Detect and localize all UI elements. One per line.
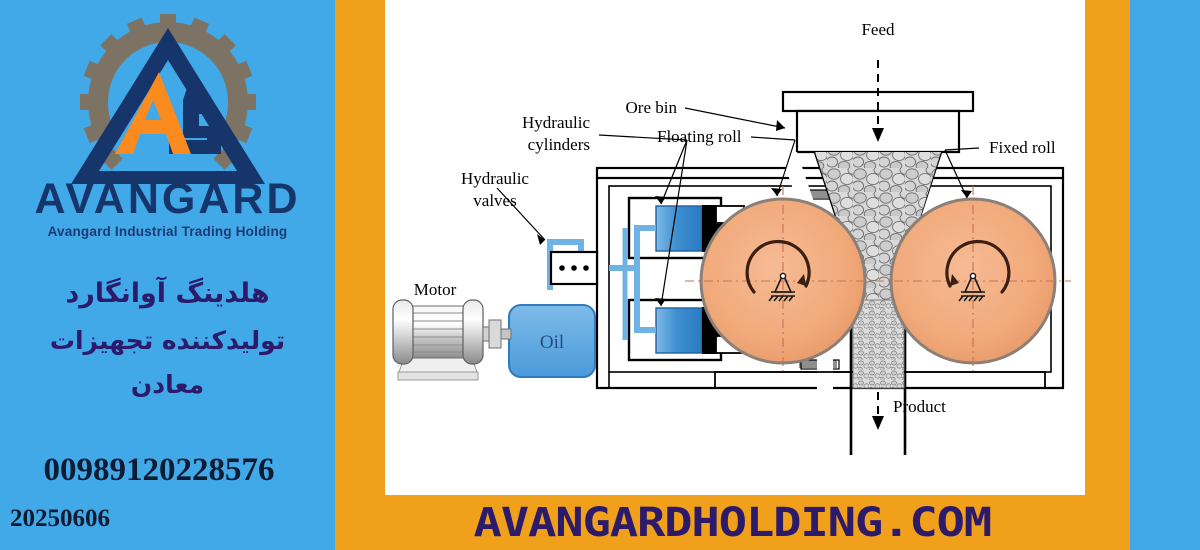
date-stamp: 20250606 (10, 505, 110, 532)
frame-far-right-blue (1130, 0, 1200, 550)
label-hydraulic-valves-2: valves (473, 191, 516, 210)
label-hydraulic-cylinders-1: Hydraulic (522, 113, 590, 132)
hpgr-schematic: Oil (392, 20, 1071, 455)
branding-panel: AVANGARD Avangard Industrial Trading Hol… (0, 0, 335, 550)
frame-right (1085, 0, 1130, 550)
brand-tagline: Avangard Industrial Trading Holding (47, 224, 288, 239)
website-url[interactable]: AVANGARDHOLDING.COM (473, 499, 993, 546)
label-hydraulic-valves-1: Hydraulic (461, 169, 529, 188)
persian-heading-1: هلدینگ آوانگارد (65, 278, 270, 309)
label-ore-bin: Ore bin (626, 98, 678, 117)
website-bar[interactable]: AVANGARDHOLDING.COM (335, 495, 1130, 550)
contact-phone: 00989120228576 (43, 452, 275, 488)
gear-triangle-logo-icon (70, 14, 265, 184)
label-hydraulic-cylinders-2: cylinders (528, 135, 590, 154)
company-logo (0, 14, 335, 254)
label-motor: Motor (414, 280, 457, 299)
brand-wordmark: AVANGARD (34, 175, 301, 223)
persian-heading-2: تولیدکننده تجهیزات (49, 326, 286, 355)
label-product: Product (893, 397, 946, 416)
frame-left (335, 0, 385, 550)
label-feed: Feed (861, 20, 895, 39)
persian-heading-3: معادن (130, 370, 205, 399)
diagram-canvas: Oil (385, 0, 1085, 495)
motor-illustration (392, 299, 512, 381)
label-floating-roll: Floating roll (657, 127, 742, 146)
label-fixed-roll: Fixed roll (989, 138, 1056, 157)
oil-tank-label: Oil (540, 332, 564, 353)
